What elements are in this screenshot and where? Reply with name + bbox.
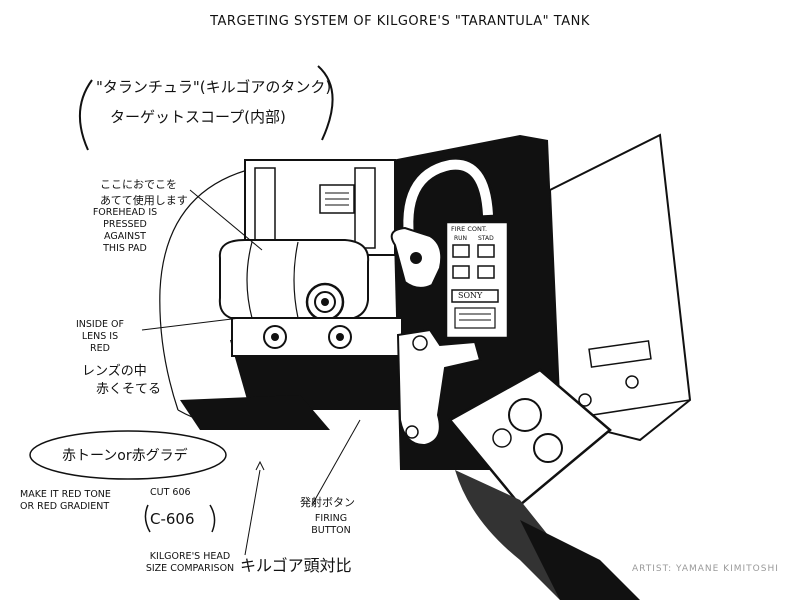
forehead-note-jp-2: あてて使用します [100,194,188,207]
firing-button-note-en-1: FIRING [314,513,348,524]
panel-brand-label: SONY [458,291,483,300]
lens-note-jp-1: レンズの中 [82,364,147,379]
forehead-note-en-2: PRESSED [103,219,147,230]
page-title: TARGETING SYSTEM OF KILGORE'S "TARANTULA… [210,14,590,29]
head-outline-arc [159,167,256,411]
head-size-note-en-2: SIZE COMPARISON [145,563,235,574]
cut-number-en: CUT 606 [150,487,191,498]
japanese-title-line-1: "タランチュラ"(キルゴアのタンク) [96,78,332,96]
head-size-note-jp: キルゴア頭対比 [240,556,352,575]
lens-note-en-3: RED [90,343,110,354]
panel-header-label: FIRE CONT. [451,225,488,233]
gauge-cluster [448,368,612,507]
panel-run-label: RUN [454,235,468,242]
red-tone-note-en-2: OR RED GRADIENT [20,501,110,512]
firing-button-note-jp: 発射ボタン [300,496,355,509]
forehead-note-en-3: AGAINST [104,231,146,242]
forehead-note-jp-1: ここにおでこを [100,178,177,191]
forehead-note-en-1: FOREHEAD IS [92,207,158,218]
artist-credit: ARTIST: YAMANE KIMITOSHI [632,564,779,574]
head-size-note-en-1: KILGORE'S HEAD [149,551,231,562]
firing-grip [396,328,482,447]
red-tone-note-en-1: MAKE IT RED TONE [20,489,111,500]
lens-note-jp-2: 赤くそてる [96,382,162,397]
firing-button-note-en-2: BUTTON [311,525,351,536]
japanese-title-line-2: ターゲットスコープ(内部) [110,108,286,126]
lens-note-en-1: INSIDE OF [75,319,125,330]
cut-number-jp: C-606 [150,510,195,528]
forehead-note-en-4: THIS PAD [103,243,147,254]
hull-panel [548,133,692,442]
panel-stad-label: STAD [478,235,494,242]
lens-note-en-2: LENS IS [81,331,119,342]
red-tone-note-jp: 赤トーンor赤グラデ [62,448,188,464]
